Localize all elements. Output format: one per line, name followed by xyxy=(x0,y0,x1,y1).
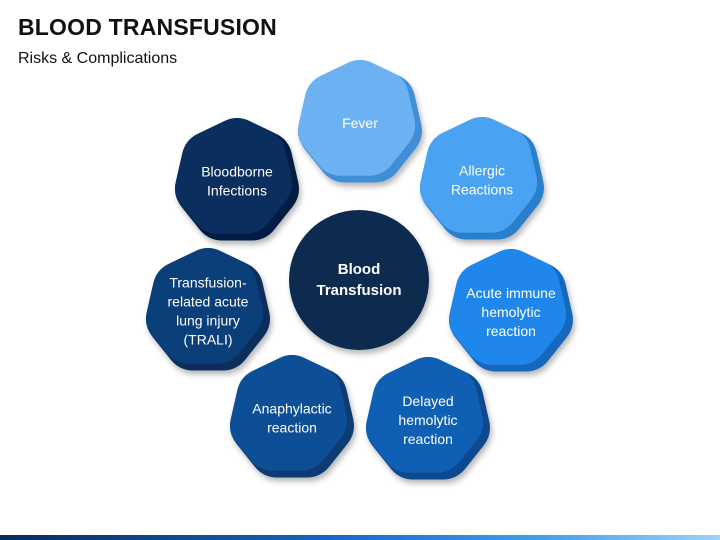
heptagon-face xyxy=(145,248,264,364)
node-label-line: reaction xyxy=(267,420,317,436)
node-label: Transfusion-related acute lung injury (TRA… xyxy=(168,275,249,348)
node-label-line: related acute xyxy=(168,294,249,310)
center-circle xyxy=(289,210,429,350)
node-label-line: Fever xyxy=(342,115,378,131)
node-label-line: lung injury xyxy=(176,313,240,329)
node-label-line: reaction xyxy=(403,431,453,447)
node-label: Anaphylactic reaction xyxy=(252,401,331,436)
node-label: Acute immune hemolytic reaction xyxy=(466,285,556,339)
node-anaphylactic-reaction: Anaphylactic reaction xyxy=(229,355,355,478)
heptagon-face xyxy=(229,355,348,471)
node-label-line: Reactions xyxy=(451,182,513,198)
node-label-line: (TRALI) xyxy=(184,332,233,348)
node-label-line: Delayed xyxy=(402,393,453,409)
node-label: Delayed hemolytic reaction xyxy=(398,393,457,447)
node-label-line: Anaphylactic xyxy=(252,401,331,417)
heptagon-face xyxy=(365,357,484,473)
heptagon-face xyxy=(419,117,538,233)
node-label-line: Infections xyxy=(207,183,267,199)
center-label-line: Transfusion xyxy=(316,282,401,299)
center-label-line: Blood xyxy=(338,261,381,278)
node-label-line: hemolytic xyxy=(398,412,457,428)
heptagon-face xyxy=(297,60,416,176)
node-label-line: reaction xyxy=(486,323,536,339)
node-delayed-hemolytic-reaction: Delayed hemolytic reaction xyxy=(365,357,491,480)
page-subtitle: Risks & Complications xyxy=(18,50,178,67)
node-fever: Fever xyxy=(297,60,423,183)
node-label-line: Acute immune xyxy=(466,285,556,301)
node-label-line: Transfusion- xyxy=(169,275,247,291)
node-label-line: Allergic xyxy=(459,163,505,179)
node-trali: Transfusion-related acute lung injury (TRA… xyxy=(145,248,271,371)
bottom-accent-bar xyxy=(0,535,720,540)
node-label-line: Bloodborne xyxy=(201,164,273,180)
node-label-line: hemolytic xyxy=(481,304,540,320)
heptagon-face xyxy=(448,249,567,365)
page-title: BLOOD TRANSFUSION xyxy=(18,14,277,40)
node-label: Fever xyxy=(342,115,378,131)
node-acute-immune-hemolytic-reaction: Acute immune hemolytic reaction xyxy=(448,249,574,372)
heptagon-face xyxy=(174,118,293,234)
